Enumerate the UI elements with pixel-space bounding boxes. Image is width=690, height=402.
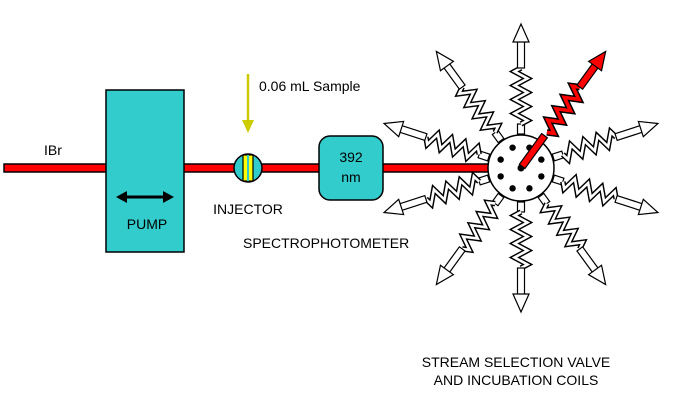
coil-spoke [382, 120, 491, 163]
main-flow-line [3, 163, 525, 173]
inlet-label: IBr [44, 142, 62, 158]
coil-spoke [382, 170, 491, 216]
active-coil-path [518, 50, 607, 170]
coil-spoke [551, 120, 660, 166]
coil-spoke [435, 192, 505, 286]
valve-ports [497, 144, 545, 192]
valve-port [526, 185, 533, 192]
coil-spoke [508, 201, 534, 314]
coil-spoke [435, 50, 505, 144]
valve-port [538, 156, 545, 163]
valve-port [538, 173, 545, 180]
valve-port [509, 144, 516, 151]
stream-selection-valve [487, 134, 555, 202]
coil-spoke [537, 192, 607, 286]
pump-double-arrow-icon [116, 191, 174, 203]
sample-label: 0.06 mL Sample [259, 78, 361, 94]
valve-port [497, 173, 504, 180]
injector-label: INJECTOR [213, 201, 283, 217]
incubation-coils [382, 22, 660, 314]
spectrophotometer: 392 nm [318, 135, 384, 201]
detector-unit: nm [341, 169, 360, 185]
valve-label-line1: STREAM SELECTION VALVE [422, 354, 611, 370]
detector-wavelength: 392 [339, 149, 363, 165]
pump: PUMP [105, 89, 185, 253]
active-coil-spoke [518, 50, 607, 170]
detector-label: SPECTROPHOTOMETER [243, 235, 409, 251]
coil-spoke [551, 173, 660, 216]
valve-port [497, 156, 504, 163]
valve-port [509, 185, 516, 192]
sample-arrow-icon [242, 74, 254, 133]
injector [233, 153, 263, 183]
coil-spoke [508, 22, 534, 135]
valve-label-line2: AND INCUBATION COILS [434, 372, 599, 388]
pump-label: PUMP [127, 216, 167, 232]
pump-body [105, 89, 185, 253]
